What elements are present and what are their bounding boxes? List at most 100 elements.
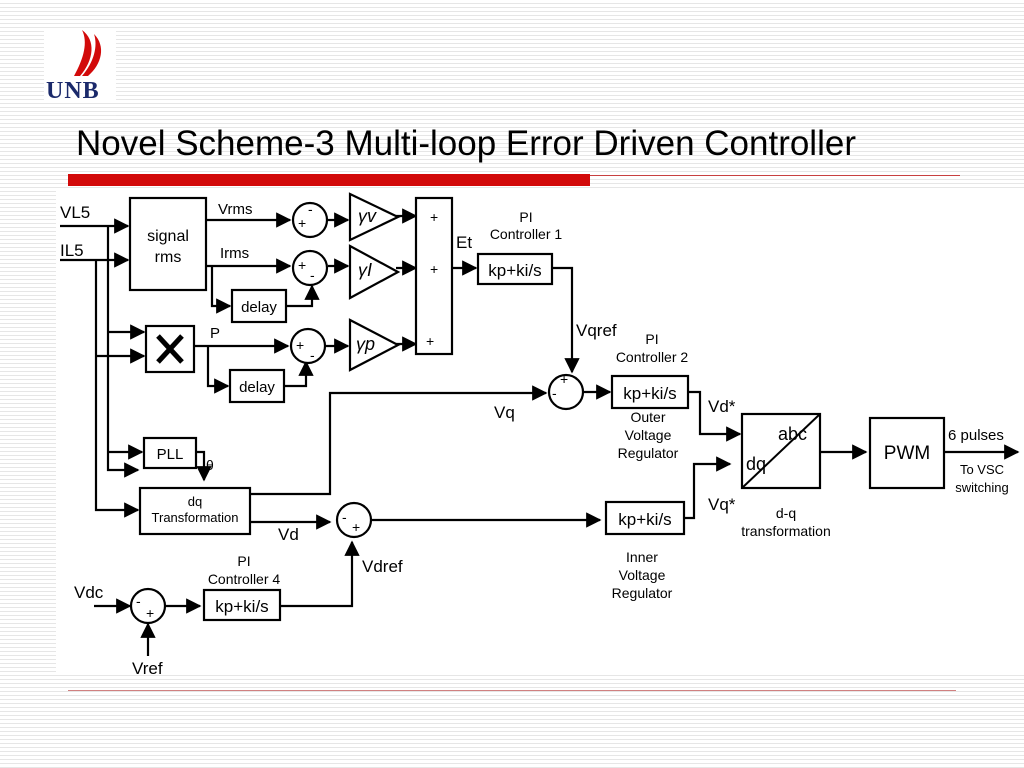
slide-title: Novel Scheme-3 Multi-loop Error Driven C… xyxy=(76,124,856,163)
pi1-caption-1: PI xyxy=(519,209,532,225)
multiply-cross-icon xyxy=(156,334,184,364)
pi2-expression: kp+ki/s xyxy=(623,384,676,403)
sum-junction-vdc xyxy=(129,587,167,625)
sum2-plus: + xyxy=(298,257,306,273)
wire-delay2-sum xyxy=(284,360,314,388)
pi2-caption-1: PI xyxy=(645,331,658,347)
footer-rule xyxy=(68,690,956,691)
gain-gamma-i xyxy=(348,244,401,300)
irms-label: Irms xyxy=(220,245,249,262)
et-label: Et xyxy=(456,233,472,252)
wire-theta xyxy=(196,450,212,482)
vdref-label: Vdref xyxy=(362,557,403,576)
wire-il5-bus xyxy=(94,260,140,518)
dq-transform-label-2: Transformation xyxy=(152,510,239,525)
wire-vdref xyxy=(280,540,360,608)
block-diagram: VL5 IL5 signal rms Vrms Irms P delay del… xyxy=(56,190,1024,678)
wire-vdstar xyxy=(688,390,742,442)
bus-plus-3: + xyxy=(426,333,434,349)
pi3-block xyxy=(604,500,686,536)
delay-block-1 xyxy=(230,288,288,324)
bus-plus-2: + xyxy=(430,261,438,277)
outer-label-3: Regulator xyxy=(618,445,679,461)
vq-label: Vq xyxy=(494,403,515,422)
sum-junction-1 xyxy=(291,201,329,239)
pi3-expression: kp+ki/s xyxy=(618,510,671,529)
wire-delay1-sum xyxy=(286,284,320,308)
theta-label: θ xyxy=(206,457,214,473)
inner-sum-plus: + xyxy=(352,519,360,535)
p-label: P xyxy=(210,325,220,342)
pi4-expression: kp+ki/s xyxy=(215,597,268,616)
vd-star-label: Vd* xyxy=(708,397,736,416)
pi4-caption-2: Controller 4 xyxy=(208,571,281,587)
pll-label: PLL xyxy=(157,446,184,463)
dq-abc-top-label: abc xyxy=(778,424,807,444)
pi4-block xyxy=(202,588,282,622)
vq-star-label: Vq* xyxy=(708,495,736,514)
sum-junction-2 xyxy=(291,249,329,287)
signal-rms-label-1: signal xyxy=(147,228,189,245)
inner-label-3: Regulator xyxy=(612,585,673,601)
vref-label: Vref xyxy=(132,659,163,674)
inner-label-1: Inner xyxy=(626,549,658,565)
outer-label-2: Voltage xyxy=(625,427,672,443)
pulses-label: 6 pulses xyxy=(948,427,1004,444)
outer-sum-plus: + xyxy=(560,371,568,387)
delay-block-2 xyxy=(228,368,286,404)
gamma-i-label: γI xyxy=(358,260,372,280)
pi1-block xyxy=(476,252,554,286)
wire-vqstar xyxy=(684,456,732,520)
sail-icon xyxy=(74,30,102,76)
delay-label-1: delay xyxy=(241,299,277,316)
outer-sum-minus: - xyxy=(552,385,557,401)
sum-junction-3 xyxy=(289,327,327,365)
pi2-caption-2: Controller 2 xyxy=(616,349,689,365)
pi1-caption-2: Controller 1 xyxy=(490,226,563,242)
sum-junction-inner xyxy=(335,501,373,539)
dq-transform-block xyxy=(138,486,252,536)
title-accent-bar xyxy=(68,174,590,186)
wire-vl5-bus xyxy=(106,226,140,478)
wire-p-delay xyxy=(206,346,230,394)
to-vsc-label-1: To VSC xyxy=(960,462,1004,477)
sum2-minus: - xyxy=(310,267,315,283)
sum3-minus: - xyxy=(310,347,315,363)
pwm-block xyxy=(868,416,946,490)
inner-label-2: Voltage xyxy=(619,567,666,583)
wire-irms-delay xyxy=(210,266,232,314)
pi4-caption-1: PI xyxy=(237,553,250,569)
pi1-expression: kp+ki/s xyxy=(488,261,541,280)
sum1-plus: + xyxy=(298,215,306,231)
to-vsc-label-2: switching xyxy=(955,480,1008,495)
input-vl5: VL5 xyxy=(60,203,90,222)
gamma-v-label: γv xyxy=(358,206,377,226)
sum-junction-outer xyxy=(547,373,585,411)
dq-abc-bottom-label: dq xyxy=(746,454,766,474)
pll-block xyxy=(142,436,198,470)
vdc-sum-minus: - xyxy=(136,593,141,609)
pwm-label: PWM xyxy=(884,443,930,464)
input-il5: IL5 xyxy=(60,241,84,260)
vdc-label: Vdc xyxy=(74,583,104,602)
delay-label-2: delay xyxy=(239,379,275,396)
dq-caption-1: d-q xyxy=(776,505,796,521)
pi2-block xyxy=(610,374,690,410)
sum1-minus: - xyxy=(308,201,313,217)
gain-gamma-p xyxy=(348,318,401,372)
dq-caption-2: transformation xyxy=(741,523,830,539)
vqref-label: Vqref xyxy=(576,321,617,340)
dq-transform-label-1: dq xyxy=(188,494,202,509)
bus-plus-1: + xyxy=(430,209,438,225)
wire-vq xyxy=(250,385,548,496)
unb-logo: UNB xyxy=(44,28,116,104)
vrms-label: Vrms xyxy=(218,201,252,218)
signal-rms-label-2: rms xyxy=(155,249,182,266)
vdc-sum-plus: + xyxy=(146,605,154,621)
gamma-p-label: γp xyxy=(356,334,375,354)
signal-rms-block xyxy=(128,196,208,292)
inner-sum-minus: - xyxy=(342,509,347,525)
diagram-svg: VL5 IL5 signal rms Vrms Irms P delay del… xyxy=(60,192,1020,678)
title-thin-rule xyxy=(590,175,960,176)
logo-text: UNB xyxy=(46,78,100,104)
